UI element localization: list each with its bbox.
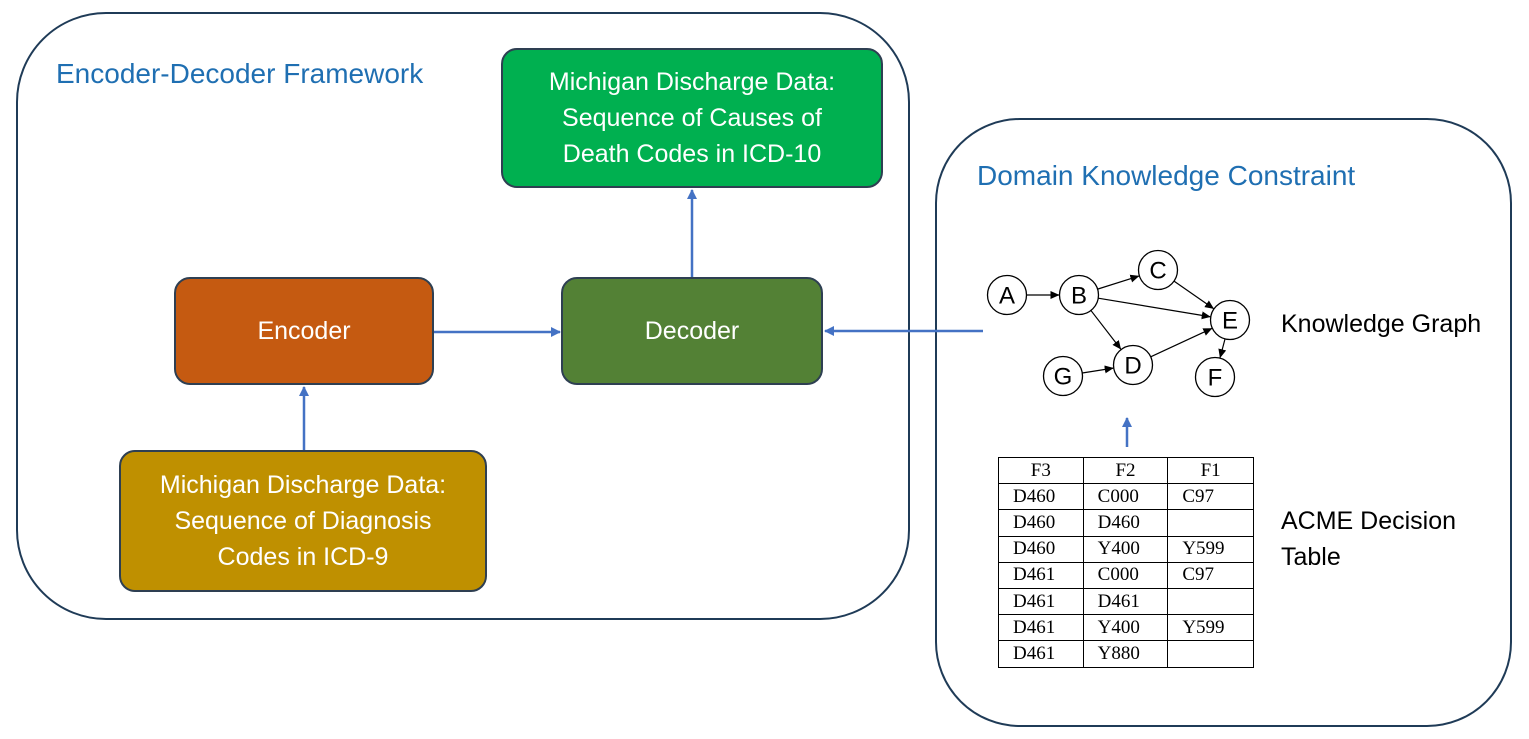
table-cell: C97 <box>1167 483 1254 511</box>
table-cell: Y880 <box>1082 640 1169 668</box>
input-line-3: Codes in ICD-9 <box>217 543 389 572</box>
graph-node-a <box>986 274 1028 316</box>
table-cell: D461 <box>998 614 1084 642</box>
acme-decision-table-label: ACME Decision Table <box>1281 503 1456 576</box>
graph-edge-b-c <box>1097 274 1140 290</box>
table-cell: D460 <box>998 535 1084 563</box>
acme-label-line-1: ACME Decision <box>1281 507 1457 535</box>
graph-node-label-d: D <box>1124 353 1141 380</box>
table-cell: C000 <box>1082 561 1169 589</box>
input-data-box: Michigan Discharge Data: Sequence of Dia… <box>119 450 487 592</box>
graph-edge-g-d <box>1082 365 1114 374</box>
table-cell: Y599 <box>1167 535 1254 563</box>
graph-edge-b-e <box>1098 297 1211 320</box>
graph-edge-d-e <box>1150 327 1213 358</box>
output-data-box: Michigan Discharge Data: Sequence of Cau… <box>501 48 883 188</box>
acme-label-line-2: Table <box>1281 543 1341 572</box>
decoder-label: Decoder <box>644 316 740 345</box>
graph-node-g <box>1042 355 1084 397</box>
encoder-label: Encoder <box>257 316 351 345</box>
table-row: D461 Y400 Y599 <box>998 614 1254 642</box>
knowledge-graph-label: Knowledge Graph <box>1281 310 1482 338</box>
graph-node-c <box>1137 249 1179 291</box>
table-header-row: F3 F2 F1 <box>998 456 1254 485</box>
graph-edge-b-d <box>1090 310 1122 350</box>
table-cell: Y400 <box>1082 535 1169 563</box>
table-row: D460 C000 C97 <box>998 483 1254 511</box>
table-cell <box>1167 640 1254 668</box>
table-cell: C000 <box>1082 483 1169 511</box>
table-cell: Y400 <box>1082 614 1169 642</box>
table-row: D461 C000 C97 <box>998 561 1254 589</box>
graph-node-e <box>1209 299 1251 341</box>
acme-decision-table: F3 F2 F1 D460 C000 C97 D460 D460 D460 Y4… <box>998 456 1254 668</box>
graph-node-label-c: C <box>1149 258 1166 285</box>
encoder-box: Encoder <box>174 277 434 385</box>
table-cell: D461 <box>998 587 1084 616</box>
table-header-cell: F2 <box>1082 456 1169 485</box>
graph-node-d <box>1112 344 1154 386</box>
table-cell <box>1167 587 1254 616</box>
table-row: D460 D460 <box>998 509 1254 537</box>
output-line-2: Sequence of Causes of <box>562 103 822 132</box>
table-cell: C97 <box>1167 561 1254 589</box>
graph-node-label-f: F <box>1208 365 1223 392</box>
table-cell: D460 <box>998 509 1084 537</box>
table-cell: D461 <box>998 640 1084 668</box>
graph-node-label-e: E <box>1222 308 1238 335</box>
graph-node-label-b: B <box>1071 283 1087 310</box>
graph-node-label-a: A <box>999 283 1015 310</box>
knowledge-graph: A B C D E F G <box>986 249 1251 398</box>
table-row: D461 Y880 <box>998 640 1254 668</box>
graph-node-b <box>1058 274 1100 316</box>
table-header-cell: F1 <box>1167 456 1254 485</box>
table-row: D460 Y400 Y599 <box>998 535 1254 563</box>
output-line-1: Michigan Discharge Data: <box>548 67 836 96</box>
table-cell: D461 <box>998 561 1084 589</box>
table-cell: Y599 <box>1167 614 1254 642</box>
decoder-box: Decoder <box>561 277 823 385</box>
framework-title: Encoder-Decoder Framework <box>56 58 424 89</box>
graph-edge-c-e <box>1173 280 1214 310</box>
table-cell: D460 <box>998 483 1084 511</box>
domain-knowledge-title: Domain Knowledge Constraint <box>977 160 1356 191</box>
table-cell <box>1167 509 1254 537</box>
input-line-1: Michigan Discharge Data: <box>159 470 447 499</box>
graph-node-label-g: G <box>1054 364 1073 391</box>
graph-edge-e-f <box>1218 338 1227 359</box>
graph-node-f <box>1194 356 1236 398</box>
table-cell: D461 <box>1082 587 1169 616</box>
table-row: D461 D461 <box>998 587 1254 616</box>
table-cell: D460 <box>1082 509 1169 537</box>
output-line-3: Death Codes in ICD-10 <box>562 140 822 169</box>
input-line-2: Sequence of Diagnosis <box>174 506 432 535</box>
table-header-cell: F3 <box>998 456 1084 485</box>
